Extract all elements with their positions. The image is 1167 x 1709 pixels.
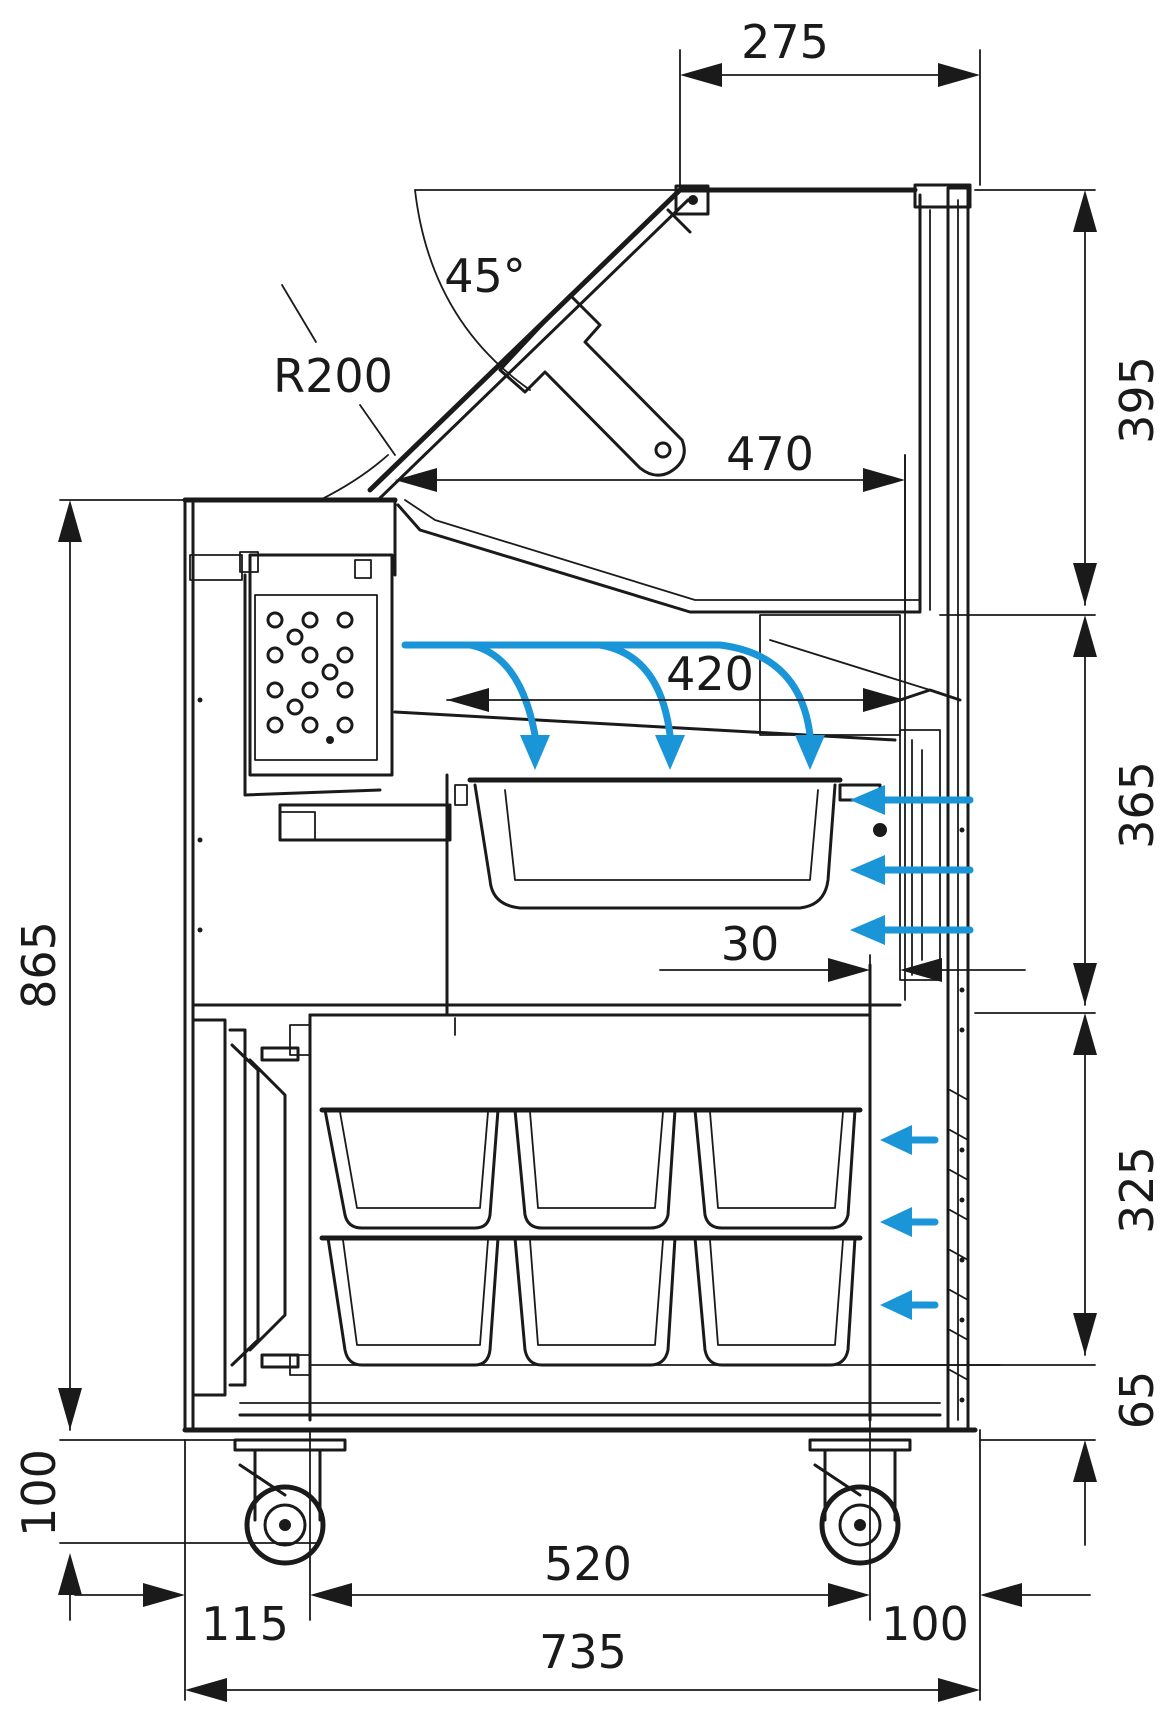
dim-glass-angle: 45°	[444, 249, 526, 303]
tub	[326, 1236, 500, 1367]
dim-storage-height: 325	[1110, 1146, 1164, 1234]
dim-total-height: 865	[12, 921, 66, 1009]
pan-well	[191, 773, 902, 1036]
tub	[513, 1236, 677, 1367]
rear-rivets	[197, 697, 965, 1403]
cabinet-outline	[182, 183, 978, 1433]
dim-top-width: 275	[741, 15, 829, 69]
airflow-arrow-icon	[850, 785, 974, 945]
display-pan	[467, 777, 887, 910]
storage-door	[191, 1018, 311, 1397]
control-unit	[189, 551, 394, 797]
airflow-arrow-icon	[880, 1125, 939, 1320]
dim-air-gap: 30	[721, 917, 780, 971]
caster-wheel-icon	[233, 1438, 347, 1566]
dim-front-offset: 115	[201, 1597, 289, 1651]
dimension-lines	[58, 49, 1097, 1702]
airflow-arrow-icon	[401, 641, 825, 770]
dim-upper-height: 395	[1110, 356, 1164, 444]
dim-leg-height: 100	[12, 1449, 66, 1537]
dim-shelf-depth: 470	[726, 427, 814, 481]
storage-compartment	[308, 963, 1001, 1422]
glass-canopy	[281, 184, 918, 501]
dim-display-height: 365	[1110, 761, 1164, 849]
caster-wheel-icon	[808, 1438, 912, 1566]
dim-inner-width: 520	[544, 1537, 632, 1591]
tub	[693, 1236, 857, 1367]
tub	[513, 1108, 677, 1230]
rear-louvres	[949, 1089, 969, 1381]
dim-rear-offset: 100	[881, 1597, 969, 1651]
dim-base-height: 65	[1110, 1371, 1164, 1430]
perforated-panel	[266, 611, 354, 744]
dim-glass-radius: R200	[273, 349, 393, 403]
dim-pan-zone-depth: 420	[666, 647, 754, 701]
tub	[693, 1108, 857, 1230]
dim-total-depth: 735	[539, 1625, 627, 1679]
glass-support-bracket	[498, 293, 686, 477]
storage-tubs	[319, 1107, 863, 1367]
tub	[323, 1108, 500, 1230]
dimension-labels: 275 45° R200 470 420 30 520 115 100 735 …	[12, 15, 1164, 1679]
